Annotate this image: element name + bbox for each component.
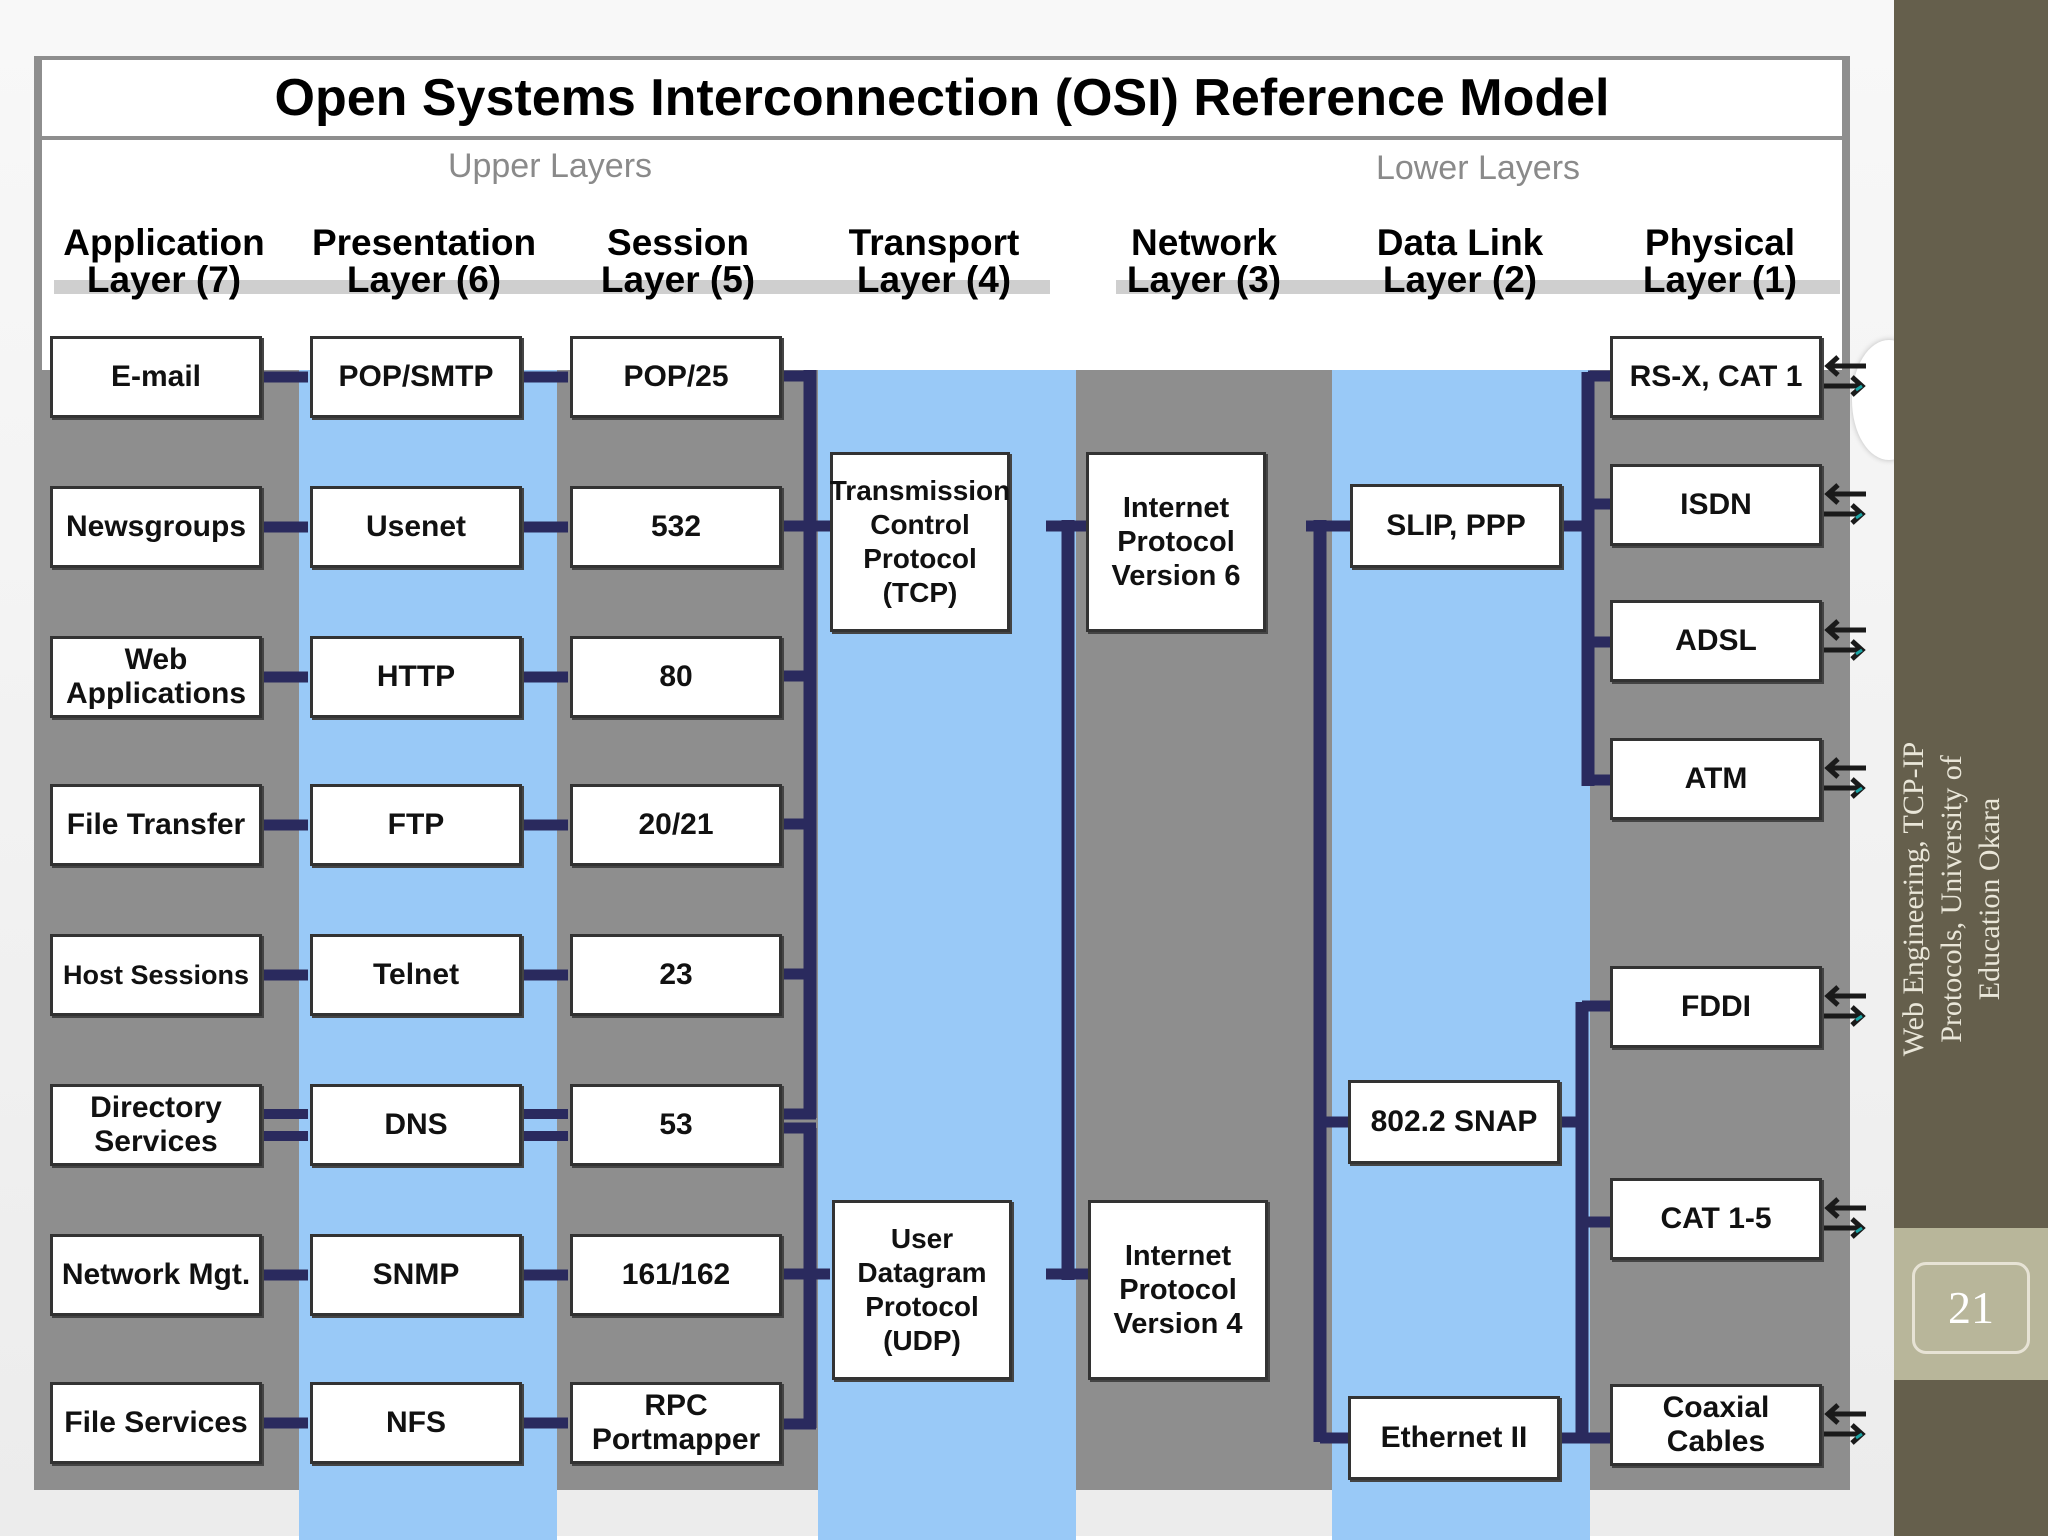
presentation-node: FTP	[310, 784, 522, 866]
network-node: Internet Protocol Version 4	[1088, 1200, 1268, 1380]
transport-node: User Datagram Protocol (UDP)	[832, 1200, 1012, 1380]
session-node: 23	[570, 934, 782, 1016]
layer-number: Layer (6)	[346, 259, 502, 300]
application-node: Newsgroups	[50, 486, 262, 568]
physical-node: RS-X, CAT 1	[1610, 336, 1822, 418]
bidirectional-arrow-icon	[1824, 1197, 1866, 1239]
slide-number: 21	[1948, 1282, 1994, 1333]
bidirectional-arrow-icon	[1824, 985, 1866, 1027]
physical-node: FDDI	[1610, 966, 1822, 1048]
session-node: RPC Portmapper	[570, 1382, 782, 1464]
application-node: Web Applications	[50, 636, 262, 718]
presentation-node: HTTP	[310, 636, 522, 718]
presentation-node: DNS	[310, 1084, 522, 1166]
session-node: 161/162	[570, 1234, 782, 1316]
upper-layers-label: Upper Layers	[447, 147, 653, 185]
session-node: 80	[570, 636, 782, 718]
layer-number: Layer (4)	[856, 259, 1012, 300]
lower-layers-line	[1116, 280, 1840, 294]
slide-number-frame	[1912, 1262, 2030, 1354]
network-node: Internet Protocol Version 6	[1086, 452, 1266, 632]
layer-name: Transport	[848, 222, 1020, 263]
physical-node: ATM	[1610, 738, 1822, 820]
application-node: File Services	[50, 1382, 262, 1464]
bidirectional-arrow-icon	[1824, 619, 1866, 661]
presentation-node: Usenet	[310, 486, 522, 568]
layer-number: Layer (7)	[86, 259, 242, 300]
session-node: 53	[570, 1084, 782, 1166]
connector-lines	[260, 370, 1612, 1444]
slide-number-strip	[1894, 1228, 2048, 1380]
layer-number: Layer (2)	[1382, 259, 1538, 300]
application-node: File Transfer	[50, 784, 262, 866]
diagram-title: Open Systems Interconnection (OSI) Refer…	[274, 69, 1610, 127]
bidirectional-arrow-icon	[1824, 355, 1866, 397]
layer-name: Physical	[1644, 222, 1796, 263]
presentation-node: Telnet	[310, 934, 522, 1016]
presentation-node: NFS	[310, 1382, 522, 1464]
layer-name: Application	[63, 222, 265, 263]
title-box: Open Systems Interconnection (OSI) Refer…	[42, 60, 1842, 136]
datalink-node: Ethernet II	[1348, 1396, 1560, 1480]
layer-name: Data Link	[1376, 222, 1544, 263]
bidirectional-arrow-icon	[1824, 1403, 1866, 1445]
layer-number: Layer (1)	[1642, 259, 1798, 300]
application-node: Network Mgt.	[50, 1234, 262, 1316]
layer-name: Network	[1131, 222, 1277, 263]
footer-text: Web Engineering, TCP-IP Protocols, Unive…	[1897, 741, 2006, 1057]
transport-node: Transmission Control Protocol (TCP)	[830, 452, 1010, 632]
application-node: E-mail	[50, 336, 262, 418]
session-node: 532	[570, 486, 782, 568]
bidirectional-arrow-icon	[1824, 483, 1866, 525]
layer-header-panel: Upper Layers Lower Layers	[42, 140, 1842, 370]
physical-node: Coaxial Cables	[1610, 1384, 1822, 1466]
physical-node: ISDN	[1610, 464, 1822, 546]
presentation-node: POP/SMTP	[310, 336, 522, 418]
upper-layers-line	[54, 280, 1050, 294]
application-node: Directory Services	[50, 1084, 262, 1166]
presentation-node: SNMP	[310, 1234, 522, 1316]
datalink-node: SLIP, PPP	[1350, 484, 1562, 568]
bidirectional-arrow-icon	[1824, 757, 1866, 799]
physical-node: CAT 1-5	[1610, 1178, 1822, 1260]
osi-diagram: Open Systems Interconnection (OSI) Refer…	[34, 56, 1866, 1540]
physical-node: ADSL	[1610, 600, 1822, 682]
layer-number: Layer (3)	[1126, 259, 1282, 300]
application-node: Host Sessions	[50, 934, 262, 1016]
layer-number: Layer (5)	[600, 259, 756, 300]
datalink-node: 802.2 SNAP	[1348, 1080, 1560, 1164]
session-node: 20/21	[570, 784, 782, 866]
layer-name: Presentation	[311, 222, 537, 263]
lower-layers-label: Lower Layers	[1375, 149, 1581, 187]
layer-name: Session	[607, 222, 749, 263]
session-node: POP/25	[570, 336, 782, 418]
